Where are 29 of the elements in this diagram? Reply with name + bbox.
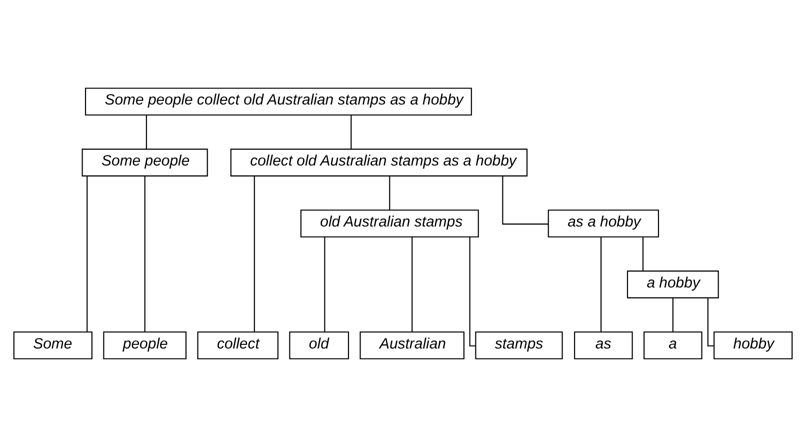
node-box: Some people collect old Australian stamps as a hobby <box>84 87 472 116</box>
connector <box>411 236 412 332</box>
connector <box>468 236 475 346</box>
node-box: Some <box>12 330 92 359</box>
node-box: as <box>574 330 632 359</box>
node-box: Some people <box>81 148 208 176</box>
node-box: stamps <box>474 330 562 359</box>
node-box: as a hobby <box>547 209 659 237</box>
node-box: old <box>288 330 349 359</box>
node-box: collect <box>196 330 278 359</box>
connector <box>502 176 548 224</box>
connector <box>144 176 145 332</box>
node-box: Australian <box>359 330 464 359</box>
connector <box>324 236 325 332</box>
node-box: hobby <box>713 330 792 359</box>
connector <box>145 114 146 149</box>
node-box: a <box>643 330 702 359</box>
connector <box>642 236 644 270</box>
connector <box>86 176 88 332</box>
node-box: old Australian stamps <box>300 209 478 237</box>
connector <box>706 298 714 346</box>
connector <box>672 297 673 332</box>
connector <box>388 176 390 210</box>
node-box: people <box>102 330 186 359</box>
connector <box>350 114 352 149</box>
node-box: collect old Australian stamps as a hobby <box>230 148 528 176</box>
connector <box>600 236 602 332</box>
connector <box>253 176 254 332</box>
node-box: a hobby <box>626 270 718 298</box>
